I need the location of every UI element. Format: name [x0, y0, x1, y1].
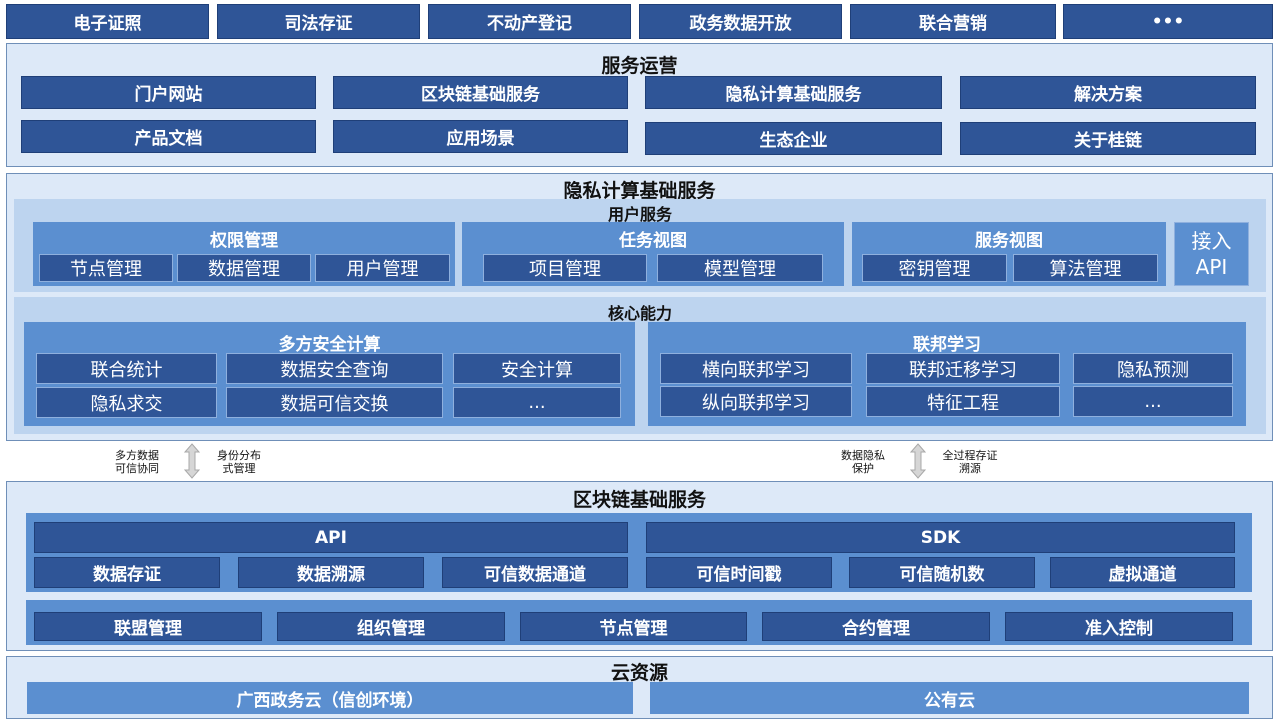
mpc-secure-compute-button[interactable]: 安全计算 — [453, 353, 621, 384]
mgmt-org-button[interactable]: 组织管理 — [277, 612, 505, 641]
svc-key-button[interactable]: 密钥管理 — [862, 254, 1007, 282]
tab-open-gov-data[interactable]: 政务数据开放 — [639, 4, 842, 39]
double-arrow-icon — [183, 443, 201, 479]
task-model-button[interactable]: 模型管理 — [657, 254, 823, 282]
service-view-title: 服务视图 — [975, 231, 1043, 251]
mgmt-alliance-button[interactable]: 联盟管理 — [34, 612, 262, 641]
permission-title: 权限管理 — [210, 231, 278, 251]
mpc-secure-query-button[interactable]: 数据安全查询 — [226, 353, 443, 384]
tab-electronic-license[interactable]: 电子证照 — [6, 4, 209, 39]
cloud-gov-button[interactable]: 广西政务云（信创环境） — [27, 682, 633, 714]
perm-data-button[interactable]: 数据管理 — [177, 254, 311, 282]
mpc-title: 多方安全计算 — [278, 335, 381, 355]
tab-more[interactable]: ••• — [1063, 4, 1273, 39]
fl-predict-button[interactable]: 隐私预测 — [1073, 353, 1233, 384]
ops-ecosystem-button[interactable]: 生态企业 — [645, 122, 942, 155]
bc-timestamp-button[interactable]: 可信时间戳 — [646, 557, 832, 588]
bc-evidence-button[interactable]: 数据存证 — [34, 557, 220, 588]
access-api-line1: 接入 — [1191, 229, 1232, 253]
ops-privacy-button[interactable]: 隐私计算基础服务 — [645, 76, 942, 109]
fl-feature-button[interactable]: 特征工程 — [866, 386, 1060, 417]
svc-algorithm-button[interactable]: 算法管理 — [1013, 254, 1158, 282]
cloud-title: 云资源 — [610, 662, 668, 684]
fl-horizontal-button[interactable]: 横向联邦学习 — [660, 353, 852, 384]
ops-solutions-button[interactable]: 解决方案 — [960, 76, 1256, 109]
tab-real-estate[interactable]: 不动产登记 — [428, 4, 631, 39]
bc-traceability-button[interactable]: 数据溯源 — [238, 557, 424, 588]
ops-blockchain-button[interactable]: 区块链基础服务 — [333, 76, 628, 109]
api-header: API — [34, 522, 628, 553]
bc-virtual-channel-button[interactable]: 虚拟通道 — [1050, 557, 1235, 588]
tab-judicial-evidence[interactable]: 司法存证 — [217, 4, 420, 39]
privacy-title: 隐私计算基础服务 — [563, 180, 716, 202]
mgmt-contract-button[interactable]: 合约管理 — [762, 612, 990, 641]
mpc-trusted-exchange-button[interactable]: 数据可信交换 — [226, 387, 443, 418]
cloud-public-button[interactable]: 公有云 — [650, 682, 1249, 714]
mgmt-access-button[interactable]: 准入控制 — [1005, 612, 1233, 641]
mpc-joint-stats-button[interactable]: 联合统计 — [36, 353, 217, 384]
bc-trusted-channel-button[interactable]: 可信数据通道 — [442, 557, 628, 588]
fl-title: 联邦学习 — [913, 335, 981, 355]
task-view-title: 任务视图 — [619, 231, 687, 251]
note-distributed-identity: 身份分布式管理 — [217, 449, 261, 475]
access-api-line2: API — [1195, 255, 1228, 279]
access-api-button[interactable]: 接入 API — [1174, 222, 1249, 286]
service-ops-title: 服务运营 — [601, 55, 678, 77]
ops-portal-button[interactable]: 门户网站 — [21, 76, 316, 109]
tab-joint-marketing[interactable]: 联合营销 — [850, 4, 1056, 39]
sdk-header: SDK — [646, 522, 1235, 553]
ops-docs-button[interactable]: 产品文档 — [21, 120, 316, 153]
ops-scenarios-button[interactable]: 应用场景 — [333, 120, 628, 153]
mgmt-node-button[interactable]: 节点管理 — [520, 612, 747, 641]
blockchain-title: 区块链基础服务 — [572, 489, 706, 511]
core-title: 核心能力 — [607, 304, 672, 323]
bc-random-button[interactable]: 可信随机数 — [849, 557, 1035, 588]
ops-about-button[interactable]: 关于桂链 — [960, 122, 1256, 155]
perm-node-button[interactable]: 节点管理 — [39, 254, 173, 282]
user-services-title: 用户服务 — [607, 205, 672, 224]
note-data-privacy: 数据隐私保护 — [841, 449, 885, 475]
fl-more-button[interactable]: ... — [1073, 386, 1233, 417]
mpc-more-button[interactable]: ... — [453, 387, 621, 418]
fl-vertical-button[interactable]: 纵向联邦学习 — [660, 386, 852, 417]
mpc-psi-button[interactable]: 隐私求交 — [36, 387, 217, 418]
fl-transfer-button[interactable]: 联邦迁移学习 — [866, 353, 1060, 384]
perm-user-button[interactable]: 用户管理 — [315, 254, 450, 282]
note-multiparty-data: 多方数据可信协同 — [115, 449, 159, 475]
task-project-button[interactable]: 项目管理 — [483, 254, 647, 282]
note-full-process-evidence: 全过程存证溯源 — [942, 449, 998, 475]
double-arrow-icon — [909, 443, 927, 479]
